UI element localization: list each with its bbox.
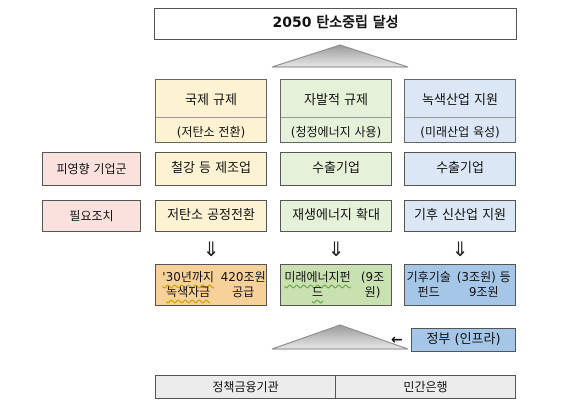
measure-cell: 재생에너지 확대 xyxy=(280,200,392,232)
column-header: 녹색산업 지원 xyxy=(405,80,515,118)
measure-cell: 기후 신산업 지원 xyxy=(404,200,516,232)
column-green-industry-support: 녹색산업 지원 (미래산업 육성) xyxy=(404,79,516,143)
column-header: 자발적 규제 xyxy=(281,80,391,118)
affected-cell: 철강 등 제조업 xyxy=(155,152,267,186)
government-box: 정부 (인프라) xyxy=(411,328,516,352)
column-header: 국제 규제 xyxy=(156,80,266,118)
bottom-cell-policy-finance: 정책금융기관 xyxy=(155,375,335,399)
affected-cell: 수출기업 xyxy=(280,152,392,186)
affected-cell: 수출기업 xyxy=(404,152,516,186)
column-voluntary-regulation: 자발적 규제 (청정에너지 사용) xyxy=(280,79,392,143)
page-title: 2050 탄소중립 달성 xyxy=(154,8,517,40)
down-arrow-icon: ⇓ xyxy=(202,237,220,261)
fund-cell: '30년까지 녹색자금 420조원 공급 xyxy=(155,264,267,306)
fund-line: 420조원 공급 xyxy=(220,270,266,299)
up-arrow-top xyxy=(271,44,409,68)
bottom-cell-private-banks: 민간은행 xyxy=(335,375,516,399)
down-arrow-icon: ⇓ xyxy=(327,237,345,261)
column-international-regulation: 국제 규제 (저탄소 전환) xyxy=(155,79,267,143)
up-arrow-bottom xyxy=(271,324,409,350)
column-subheader: (미래산업 육성) xyxy=(420,124,500,139)
fund-cell: 미래에너지펀드 (9조원) xyxy=(280,264,392,306)
fund-line: 미래에너지펀드 xyxy=(284,270,351,299)
measure-cell: 저탄소 공정전환 xyxy=(155,200,267,232)
fund-line: (3조원) 등 9조원 xyxy=(456,270,511,299)
row-label-affected: 피영향 기업군 xyxy=(42,152,141,186)
fund-line: '30년까지 녹색자금 xyxy=(162,270,214,299)
fund-cell: 기후기술펀드 (3조원) 등 9조원 xyxy=(404,264,516,306)
column-subheader: (청정에너지 사용) xyxy=(290,124,382,139)
row-label-measures: 필요조치 xyxy=(42,200,141,232)
fund-line: 기후기술펀드 xyxy=(406,270,451,299)
column-subheader: (저탄소 전환) xyxy=(176,124,246,139)
left-arrow-icon: ← xyxy=(391,332,403,348)
down-arrow-icon: ⇓ xyxy=(451,237,469,261)
fund-line: (9조원) xyxy=(360,270,385,299)
